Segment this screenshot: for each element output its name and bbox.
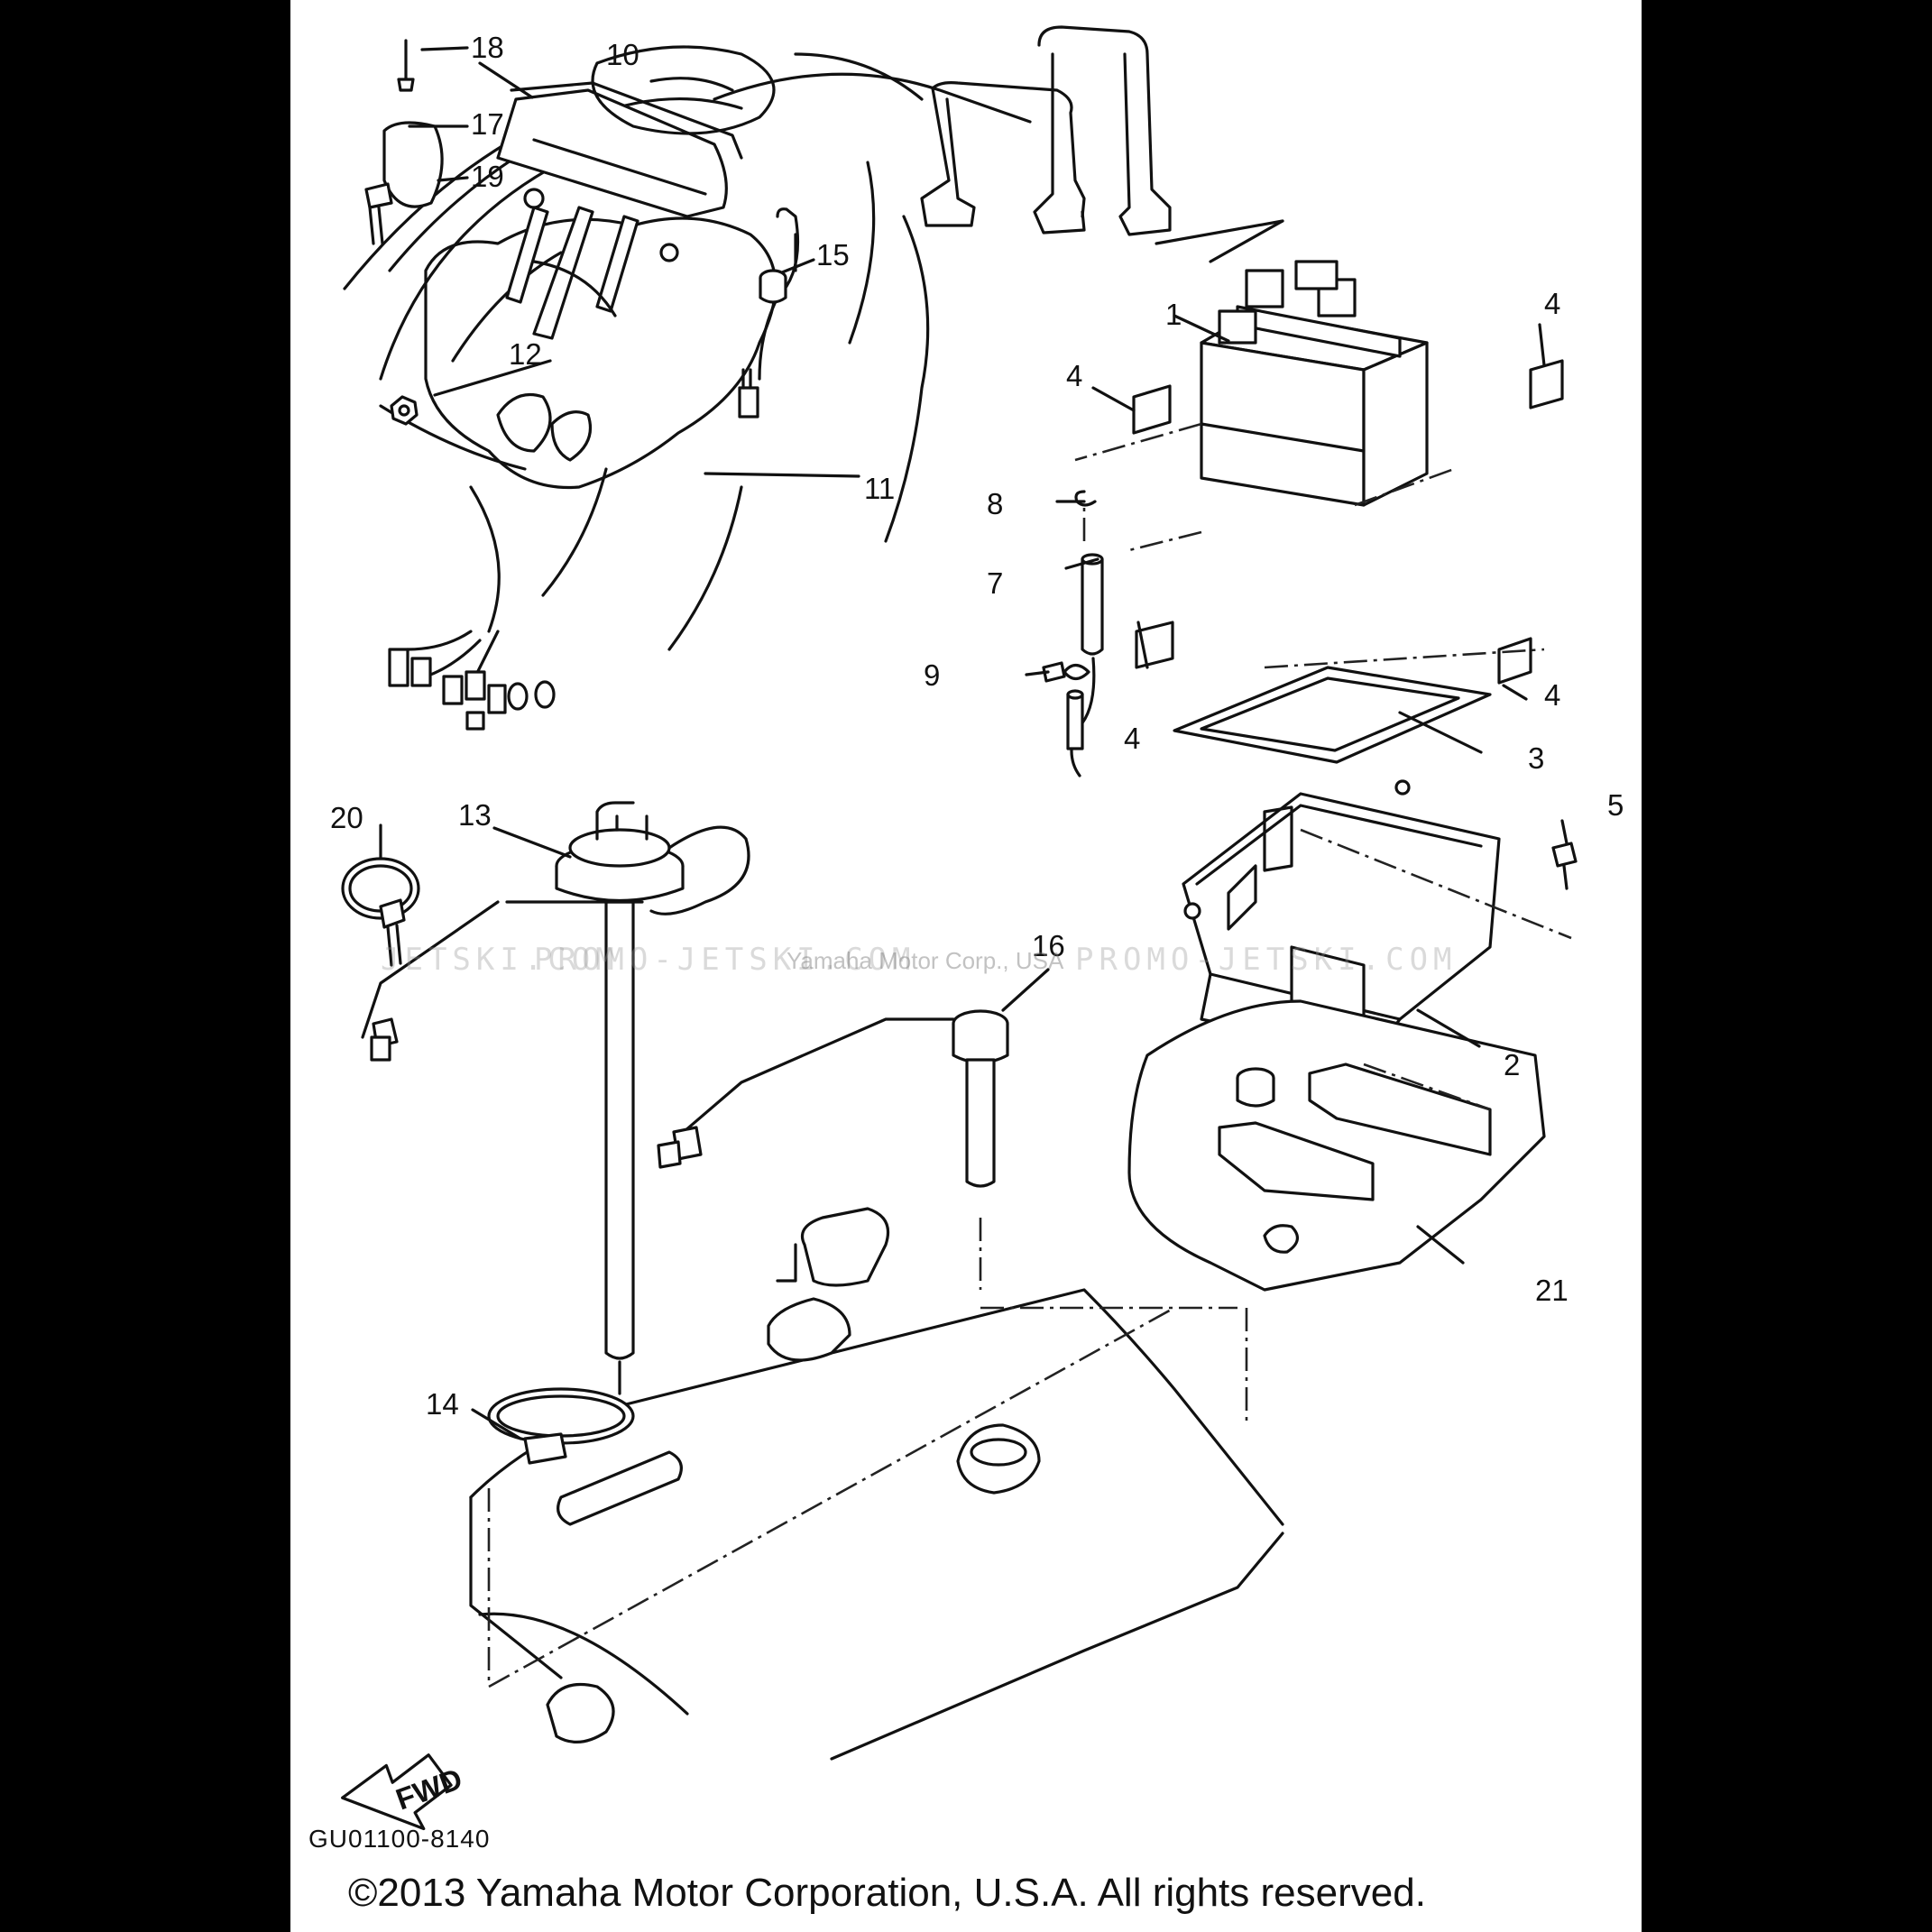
vent-tube-parts [1042,490,1104,777]
cutout-panel [424,216,777,490]
callout-19: 19 [471,160,504,193]
watermark-jetski: JETSKI.COM [381,942,620,978]
battery-1 [1200,260,1429,507]
battery-mat-3 [1173,666,1492,764]
watermark-promo-1: PROMO-JETSKI.COM [534,942,916,978]
clamp-band-20 [341,857,420,967]
callout-16: 16 [1032,929,1065,962]
callout-14: 14 [426,1387,459,1421]
callout-4-left-bottom: 4 [1124,722,1140,755]
hose-clamp-14 [487,1387,635,1465]
callout-12: 12 [509,337,542,371]
copyright-notice: ©2013 Yamaha Motor Corporation, U.S.A. A… [348,1871,1426,1915]
fuel-sender-13 [361,801,750,1395]
callout-4-right-top: 4 [1544,287,1560,320]
callout-1: 1 [1165,298,1182,331]
leader-lines [379,46,1569,1440]
figure-code: GU01100-8140 [308,1825,491,1853]
callout-10: 10 [606,38,639,71]
battery-bands-6 [920,25,1172,236]
fuel-tank [469,1207,1284,1761]
sensor-16 [657,1009,1009,1188]
callout-8: 8 [987,487,1003,520]
seat-outline [591,45,776,135]
callout-18: 18 [471,31,504,64]
callout-4-right-bottom: 4 [1544,678,1560,712]
alignment-lines [487,422,1572,1688]
callout-17: 17 [471,107,504,141]
watermark-promo-2: PROMO-JETSKI.COM [1075,942,1458,978]
pads-4 [1132,359,1564,685]
battery-bracket-21 [1127,999,1546,1292]
callout-7: 7 [987,566,1003,600]
clamp-parts-17-18-19 [364,39,444,245]
callout-20: 20 [330,801,363,834]
connector-cluster [388,630,556,731]
bolt-5 [1551,842,1578,890]
callout-5: 5 [1607,788,1624,822]
callout-11: 11 [864,472,895,505]
parts-diagram-sheet: FWD 18 10 17 19 15 6 1 4 4 12 11 8 7 9 4… [290,0,1642,1932]
callout-3: 3 [1528,741,1544,775]
meter-assembly [496,81,743,340]
deck-outline [343,52,1032,651]
sensor-15 [738,207,800,419]
exploded-view-drawing: FWD 18 10 17 19 15 6 1 4 4 12 11 8 7 9 4… [330,25,1624,1831]
callout-15: 15 [816,238,850,271]
callout-21: 21 [1535,1274,1569,1307]
nut-12 [390,395,419,426]
callout-4-left-top: 4 [1066,359,1082,392]
callout-numbers: 18 10 17 19 15 6 1 4 4 12 11 8 7 9 4 4 3… [330,31,1624,1421]
callout-2: 2 [1504,1048,1520,1081]
callout-13: 13 [458,798,492,832]
watermark-yamaha: Yamaha Motor Corp., USA [787,947,1064,974]
callout-9: 9 [924,658,940,692]
